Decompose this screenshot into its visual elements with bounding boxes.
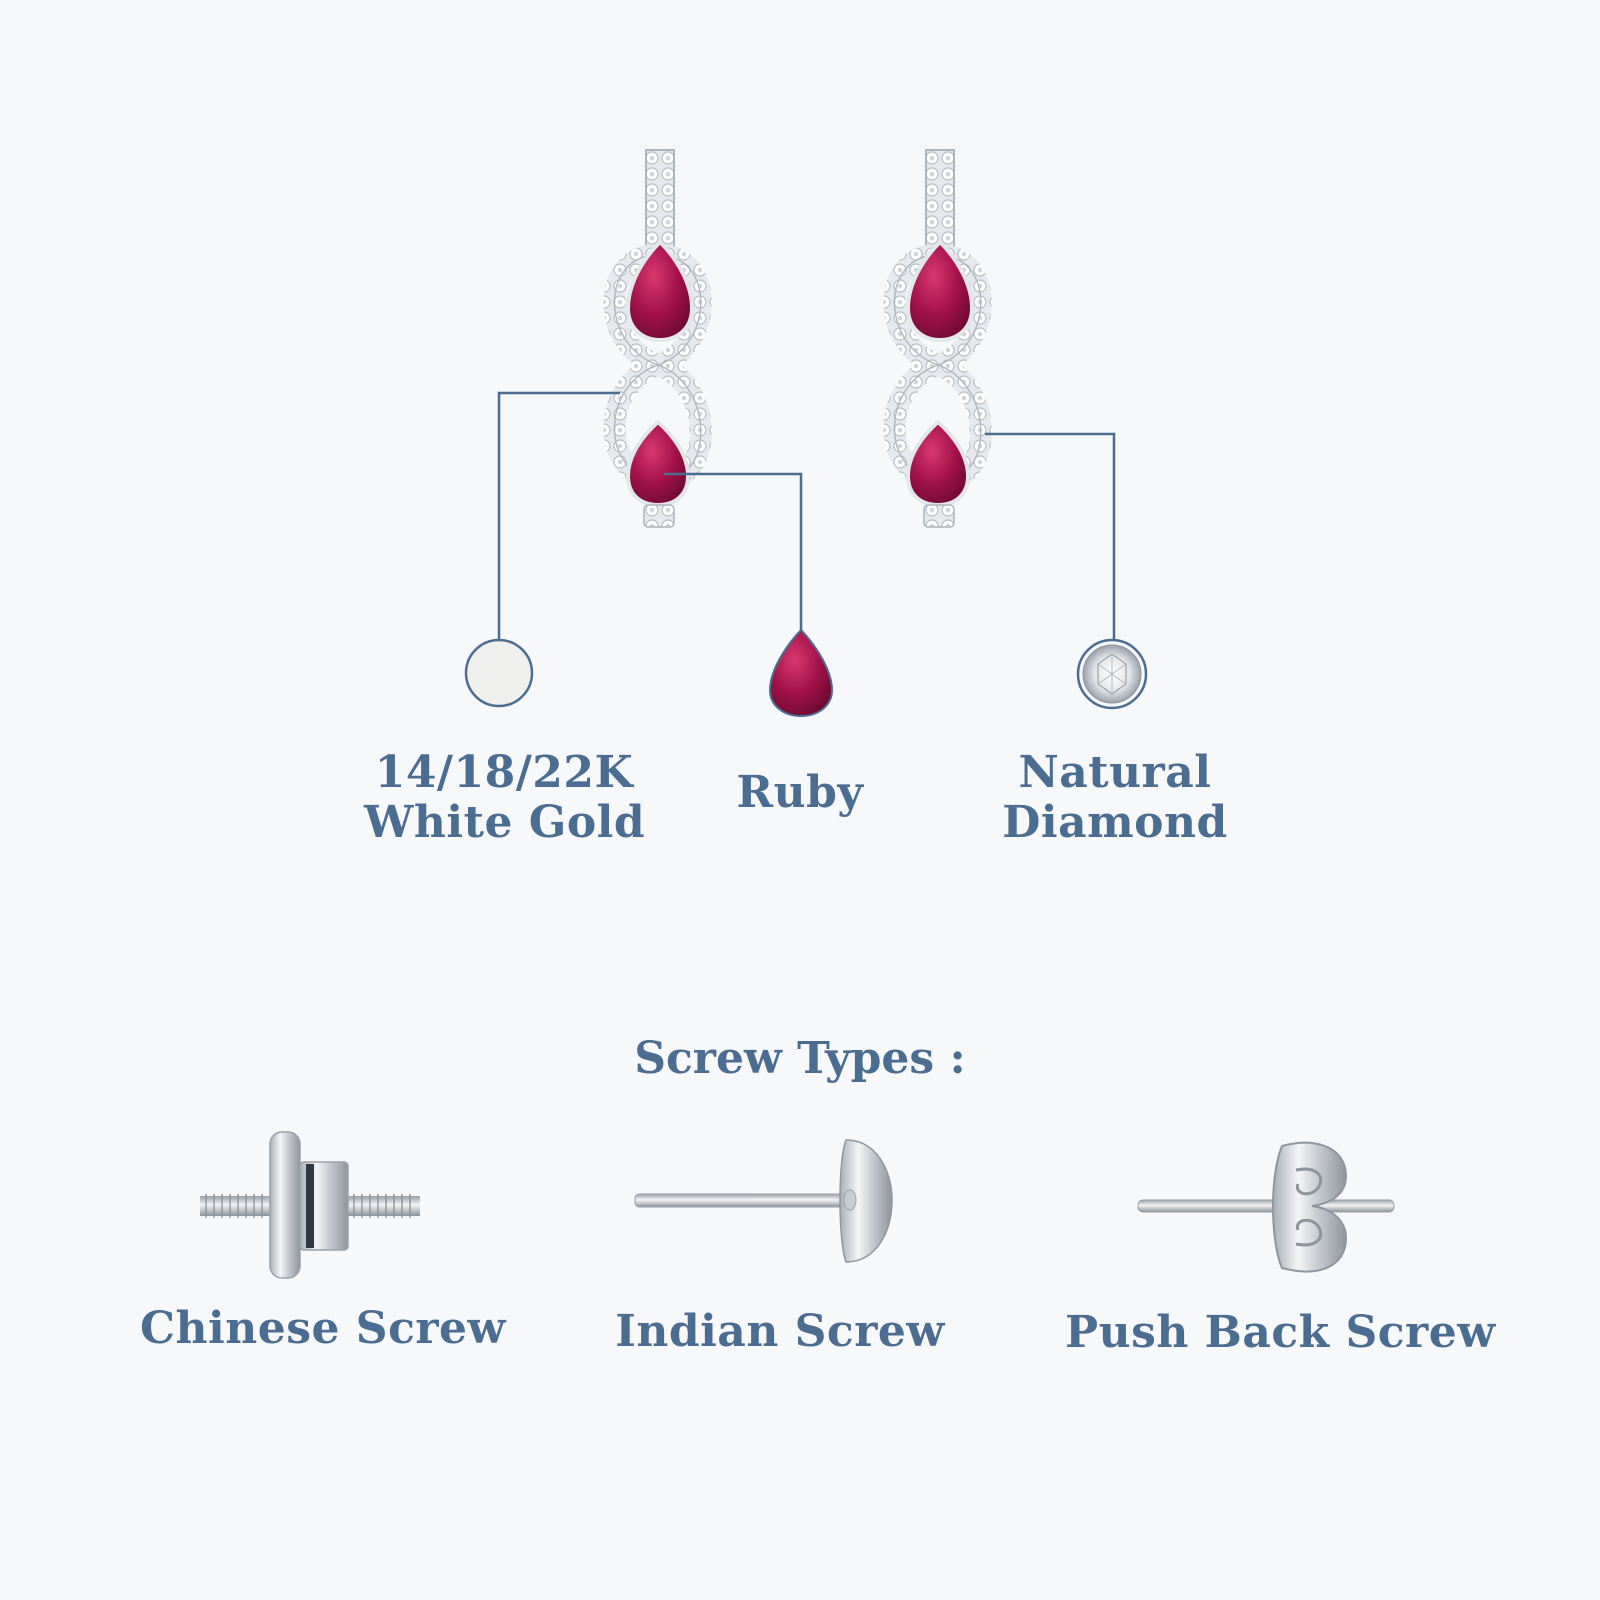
earring-right-illustration — [895, 150, 981, 527]
ruby-swatch-icon — [768, 628, 834, 718]
white-gold-label-line2: White Gold — [364, 797, 646, 848]
natural-diamond-label: Natural Diamond — [985, 748, 1245, 848]
screw-types-heading: Screw Types : — [634, 1033, 966, 1084]
ruby-label-text: Ruby — [736, 767, 864, 818]
indian-screw-label: Indian Screw — [610, 1307, 950, 1357]
metal-leader-line — [497, 391, 620, 643]
push-back-screw-illustration — [1137, 1141, 1395, 1273]
chinese-screw-label-text: Chinese Screw — [140, 1303, 506, 1354]
indian-screw-label-text: Indian Screw — [615, 1306, 945, 1357]
chinese-screw-illustration — [200, 1131, 420, 1279]
diamond-swatch-icon — [1076, 638, 1148, 710]
natural-diamond-label-line2: Diamond — [1002, 797, 1228, 848]
push-back-screw-label-text: Push Back Screw — [1065, 1307, 1496, 1358]
ruby-label: Ruby — [700, 768, 900, 818]
white-gold-swatch-icon — [464, 638, 534, 708]
indian-screw-illustration — [634, 1139, 893, 1263]
diamond-leader-line — [985, 432, 1116, 640]
white-gold-label: 14/18/22K White Gold — [364, 747, 646, 848]
chinese-screw-label: Chinese Screw — [140, 1303, 506, 1354]
white-gold-label-line1: 14/18/22K — [374, 747, 634, 798]
push-back-screw-label: Push Back Screw — [1065, 1307, 1496, 1358]
ruby-leader-line — [664, 472, 803, 633]
earring-left-illustration — [615, 150, 701, 527]
natural-diamond-label-line1: Natural — [1018, 747, 1212, 798]
